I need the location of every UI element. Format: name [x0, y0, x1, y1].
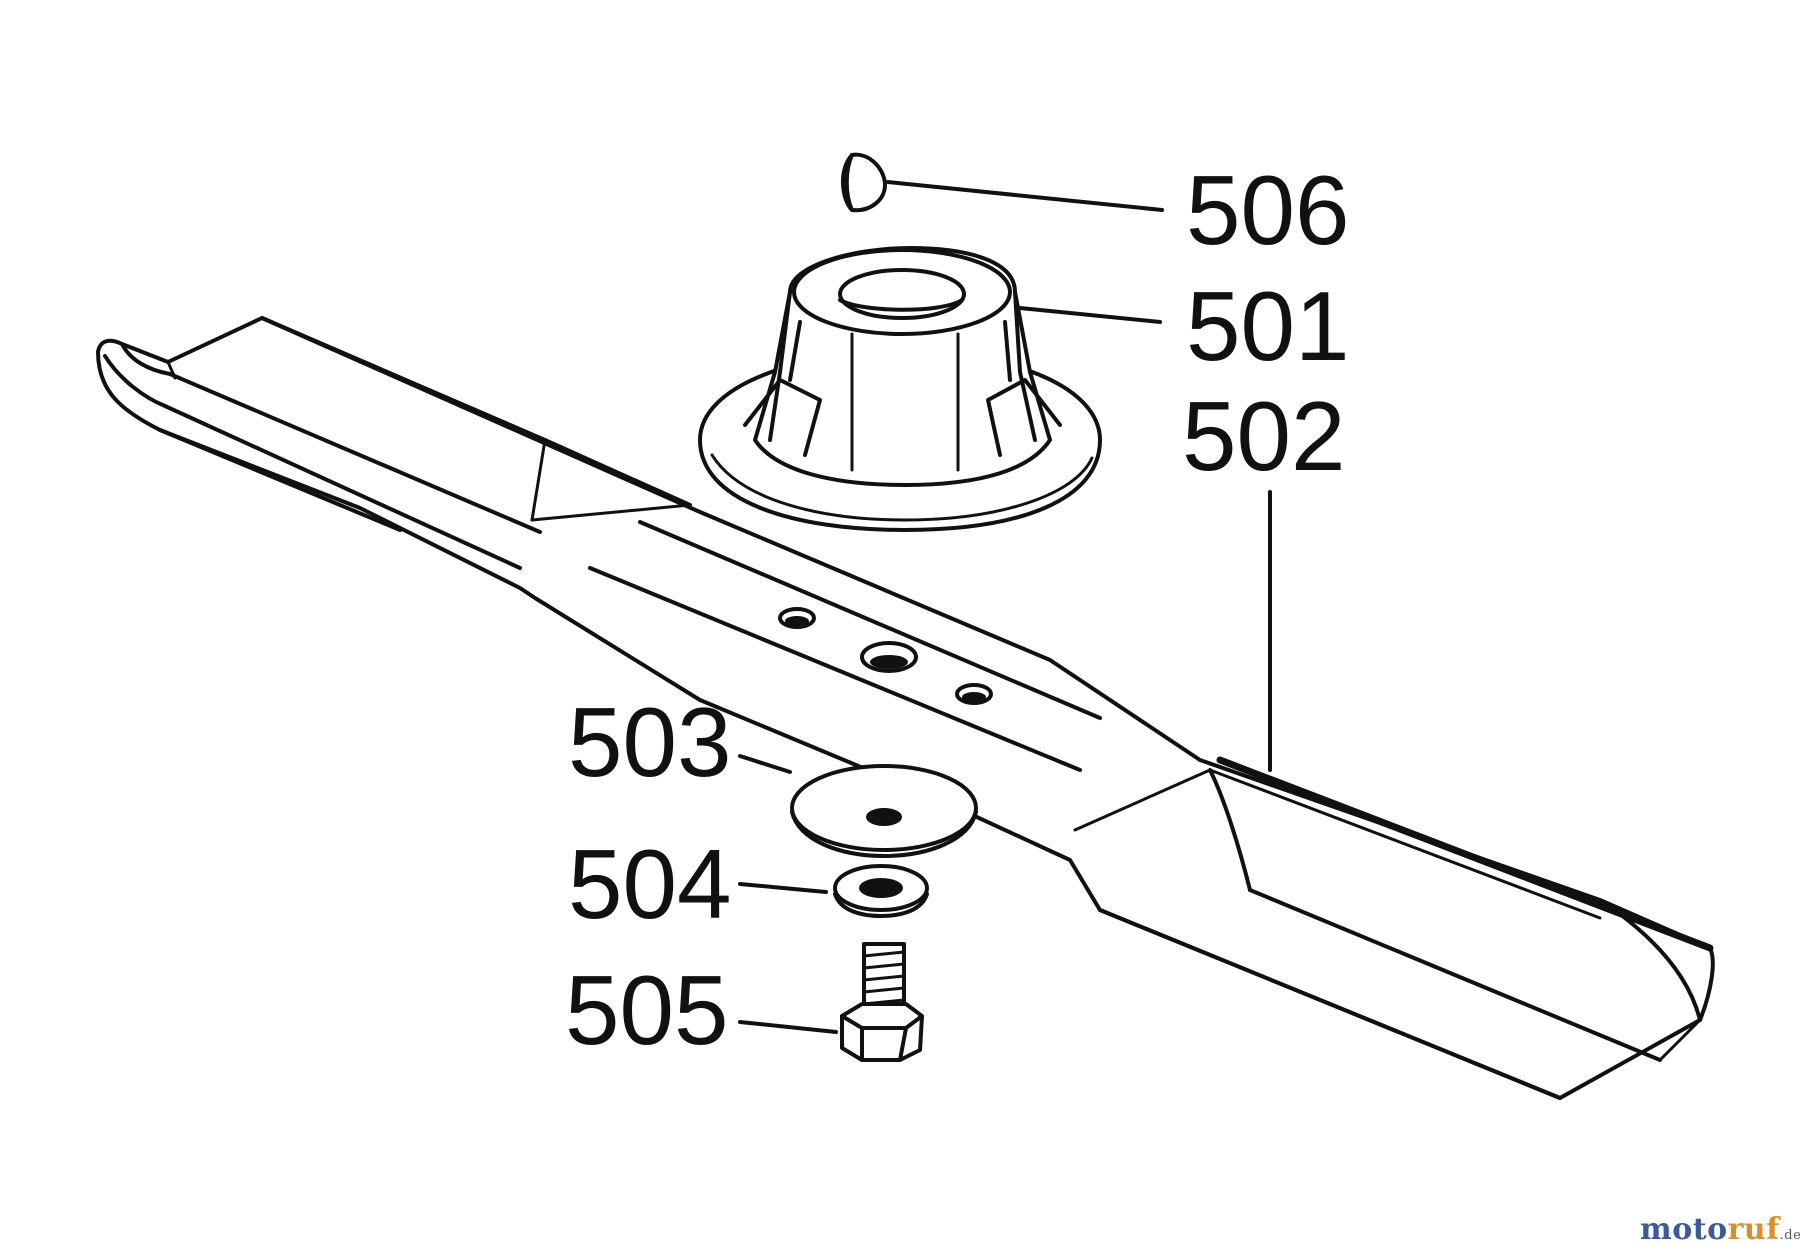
- part-label-501: 501: [1186, 271, 1350, 381]
- leader-lines: [738, 180, 1272, 1034]
- leader-503: [738, 754, 792, 774]
- spring-washer-504-drawing: [833, 864, 929, 918]
- leader-506: [886, 180, 1164, 212]
- watermark-accent-text: ruf: [1727, 1212, 1780, 1247]
- part-label-502: 502: [1182, 381, 1346, 491]
- part-label-506: 506: [1186, 155, 1350, 265]
- leader-501: [1018, 306, 1162, 324]
- leader-505: [738, 1020, 838, 1034]
- washer-503-drawing: [790, 764, 978, 858]
- hub-501-drawing: [698, 246, 1102, 532]
- part-label-503: 503: [568, 687, 732, 797]
- key-506-drawing: [840, 152, 887, 213]
- blade-502-drawing: [96, 316, 1715, 1100]
- leader-504: [738, 882, 828, 894]
- part-label-505: 505: [565, 955, 729, 1065]
- bolt-505-drawing: [840, 942, 924, 1062]
- watermark-main-text: moto: [1640, 1212, 1728, 1247]
- watermark-tld-text: .de: [1779, 1228, 1800, 1243]
- motoruf-watermark: motoruf.de: [1640, 1212, 1800, 1247]
- part-label-504: 504: [568, 829, 732, 939]
